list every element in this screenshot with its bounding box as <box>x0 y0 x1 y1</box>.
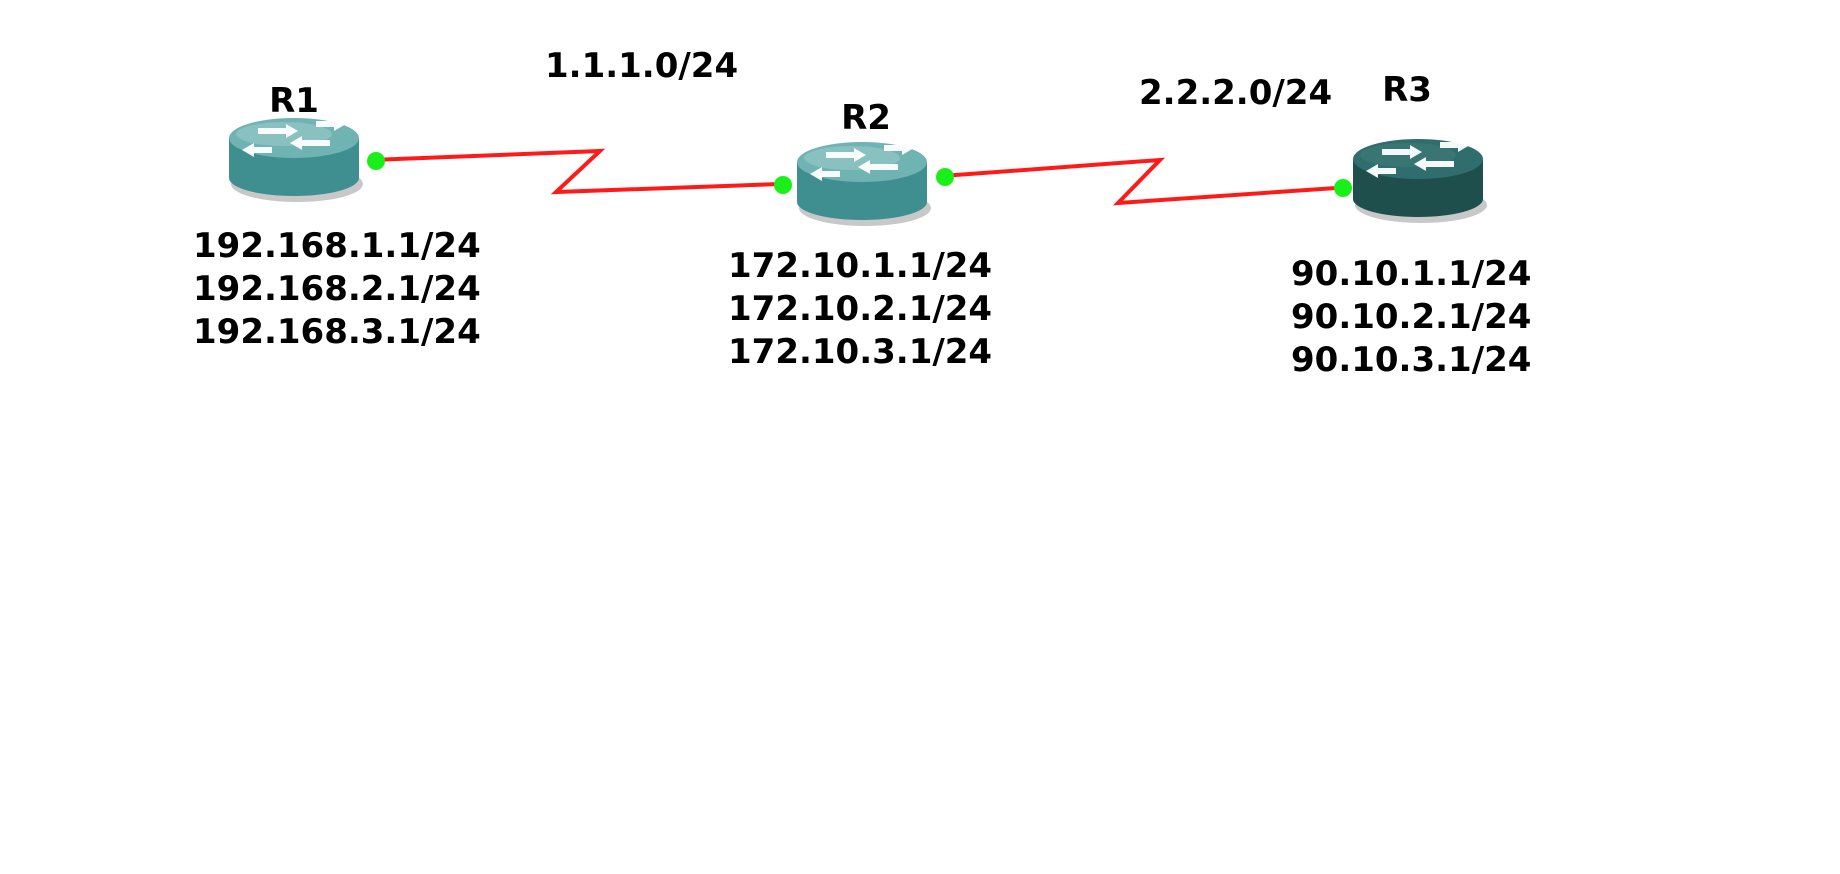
r1-address: 192.168.2.1/24 <box>193 269 481 309</box>
link-r2-r3[interactable] <box>941 157 1337 206</box>
r1-address: 192.168.1.1/24 <box>193 226 481 266</box>
router-icon <box>1353 138 1487 223</box>
router-name-r1: R1 <box>269 81 319 121</box>
router-name-r3: R3 <box>1382 70 1432 110</box>
port-r1-link1[interactable] <box>367 152 385 170</box>
r3-address: 90.10.1.1/24 <box>1291 254 1531 294</box>
router-name-r2: R2 <box>841 98 891 138</box>
r1-address: 192.168.3.1/24 <box>193 312 481 352</box>
subnet-label-link2: 2.2.2.0/24 <box>1139 73 1332 113</box>
r2-address: 172.10.1.1/24 <box>728 246 992 286</box>
router-icon <box>229 117 363 202</box>
router-r1[interactable] <box>229 117 363 202</box>
r3-address: 90.10.3.1/24 <box>1291 340 1531 380</box>
link-r1-r2[interactable] <box>372 148 782 195</box>
port-r3-link2[interactable] <box>1334 179 1352 197</box>
r3-address: 90.10.2.1/24 <box>1291 297 1531 337</box>
port-r2-link2[interactable] <box>936 168 954 186</box>
r2-address: 172.10.3.1/24 <box>728 332 992 372</box>
r2-address: 172.10.2.1/24 <box>728 289 992 329</box>
port-r2-link1[interactable] <box>774 176 792 194</box>
subnet-label-link1: 1.1.1.0/24 <box>545 46 738 86</box>
router-r2[interactable] <box>797 141 931 226</box>
router-r3[interactable] <box>1353 138 1487 223</box>
router-icon <box>797 141 931 226</box>
